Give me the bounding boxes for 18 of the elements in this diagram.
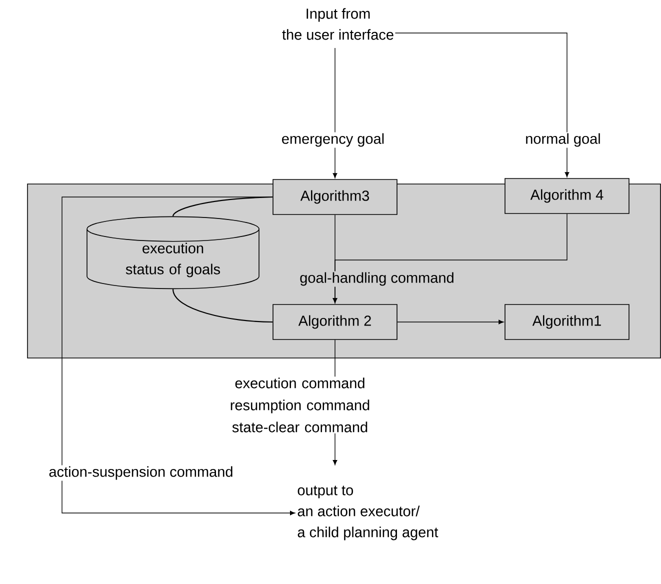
edge-label: action-suspension command	[48, 465, 234, 481]
edge-label: normal goal	[524, 132, 602, 148]
process-box: Algorithm 4	[504, 178, 630, 214]
process-box: Algorithm1	[504, 304, 630, 340]
process-box: Algorithm3	[272, 179, 398, 215]
process-box: Algorithm 2	[272, 304, 398, 340]
output-label: output to an action executor/ a child planning agent	[298, 486, 438, 540]
input-label: Input from the user interface	[282, 8, 394, 40]
edge-label: emergency goal	[280, 132, 386, 148]
arrow	[332, 48, 338, 178]
arrow	[397, 320, 504, 324]
arrow	[394, 32, 570, 178]
arrow	[332, 214, 568, 304]
database-cylinder: execution status of goals	[86, 216, 260, 290]
connector-line	[172, 288, 273, 323]
edge-label: execution command resumption command state-clear command	[216, 376, 384, 434]
arrow	[62, 196, 296, 516]
edge-label: goal-handling command	[298, 271, 456, 287]
